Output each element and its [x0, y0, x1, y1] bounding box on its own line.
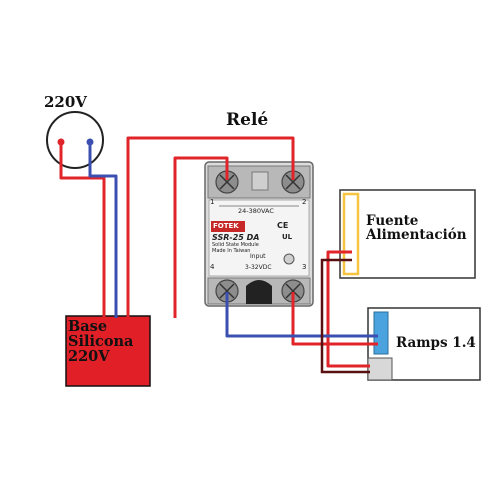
ssr-subtitle: Solid State Module	[212, 242, 259, 248]
ramps-board-box	[367, 307, 481, 381]
ssr-brand: FOTEK	[213, 222, 239, 230]
ssr-input-label: Input	[250, 253, 266, 260]
ssr-model: SSR-25 DA	[212, 233, 260, 242]
ramps-connector	[373, 311, 389, 355]
heater-label-line2: Silicona	[68, 333, 134, 351]
controller-label: Ramps 1.4	[396, 335, 476, 351]
wire-psu-to-ramps-negative	[320, 258, 370, 374]
ssr-cert-ce: CE	[277, 221, 289, 230]
wire-outlet-neutral-to-heater	[88, 142, 118, 318]
wire-psu-to-ramps-positive	[326, 250, 370, 368]
power-supply-terminal-strip	[342, 192, 360, 276]
neutral-wires	[88, 142, 378, 338]
wire-relay-4-to-ramps	[225, 292, 378, 338]
power-supply-label-line2: Alimentación	[366, 227, 467, 244]
wire-outlet-live-to-heater	[59, 142, 106, 318]
ssr-cert-ul: UL	[282, 233, 293, 241]
ssr-dc-range: 3-32VDC	[245, 264, 272, 271]
ssr-mounting-slot	[246, 280, 272, 304]
wire-heater-to-relay	[126, 136, 295, 318]
live-wires	[59, 136, 378, 368]
wall-outlet	[46, 111, 104, 169]
ssr-led-indicator	[283, 253, 295, 265]
ssr-terminal-1-label: 1	[210, 198, 215, 206]
heater-label-line1: Base	[68, 318, 108, 335]
ssr-terminal-3-label: 3	[302, 263, 307, 271]
ramps-power-terminal	[367, 357, 393, 381]
ssr-terminal-4-label: 4	[210, 263, 215, 271]
power-supply-label: Fuente Alimentación	[366, 213, 467, 244]
heater-label-line3: 220V	[68, 348, 110, 366]
power-supply-box	[339, 189, 476, 279]
outlet-voltage-label: 220V	[44, 93, 87, 111]
wire-relay-3-to-ramps	[291, 292, 378, 346]
ssr-relay	[204, 161, 314, 307]
outlet-ring	[46, 111, 104, 169]
silicone-heater-box	[65, 315, 151, 387]
heater-label: Base Silicona 220V	[68, 319, 150, 365]
power-supply-label-line1: Fuente	[366, 213, 419, 229]
wire-outlet-to-relay-1	[173, 156, 229, 318]
ssr-origin: Made In Taiwan	[212, 248, 251, 254]
ssr-brand-badge	[211, 221, 245, 232]
ssr-terminal-2-label: 2	[302, 198, 307, 206]
ssr-ac-range: 24-380VAC	[238, 207, 274, 215]
relay-label: Relé	[226, 110, 269, 130]
